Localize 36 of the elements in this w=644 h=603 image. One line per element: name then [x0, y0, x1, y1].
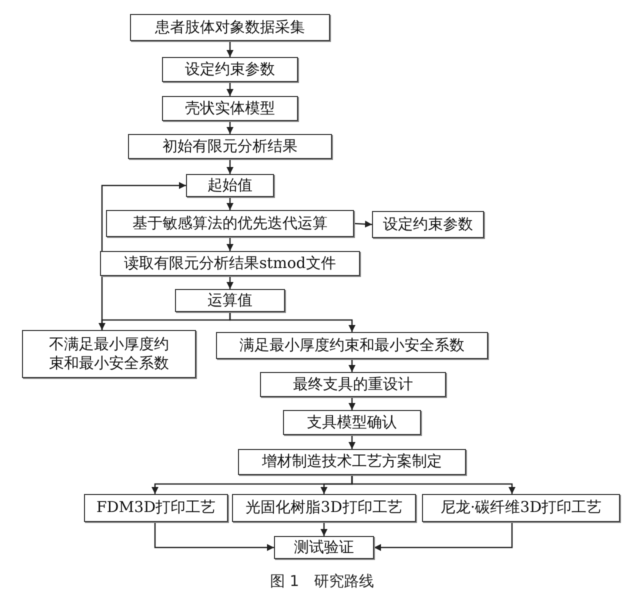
- arrow: [226, 82, 234, 96]
- process-box: 满足最小厚度约束和最小安全系数: [216, 332, 488, 359]
- arrow: [229, 312, 356, 332]
- process-box: 最终支具的重设计: [260, 372, 446, 397]
- process-box: 初始有限元分析结果: [128, 134, 332, 159]
- arrow: [226, 276, 234, 289]
- process-box: 起始值: [186, 174, 274, 197]
- process-box: 测试验证: [274, 536, 374, 559]
- arrow: [226, 159, 234, 174]
- process-box: 设定约束参数: [162, 57, 298, 82]
- arrow: [348, 359, 356, 372]
- arrow: [320, 522, 328, 536]
- process-box: 运算值: [175, 289, 285, 312]
- process-box: 读取有限元分析结果stmod文件: [100, 251, 360, 276]
- arrow: [348, 397, 356, 410]
- process-box: 增材制造技术工艺方案制定: [238, 449, 466, 475]
- arrow: [348, 435, 356, 449]
- process-box: 支具模型确认: [283, 410, 421, 435]
- process-box: 设定约束参数: [372, 211, 484, 238]
- arrow: [226, 121, 234, 134]
- arrow: [354, 220, 372, 228]
- process-box: 光固化树脂3D打印工艺: [232, 494, 416, 522]
- process-box: FDM3D打印工艺: [84, 494, 228, 522]
- arrow: [226, 237, 234, 251]
- process-box: 壳状实体模型: [162, 96, 298, 121]
- arrow: [154, 522, 274, 551]
- arrow: [226, 41, 234, 57]
- arrow: [101, 182, 186, 330]
- arrow: [226, 197, 234, 210]
- figure-caption: 图 1 研究路线: [270, 572, 374, 590]
- process-box: 基于敏感算法的优先迭代运算: [106, 210, 354, 237]
- arrow: [374, 522, 513, 551]
- process-box: 尼龙·碳纤维3D打印工艺: [422, 494, 620, 522]
- process-box: 不满足最小厚度约束和最小安全系数: [22, 330, 196, 378]
- process-box: 患者肢体对象数据采集: [130, 14, 330, 41]
- arrow: [351, 475, 516, 494]
